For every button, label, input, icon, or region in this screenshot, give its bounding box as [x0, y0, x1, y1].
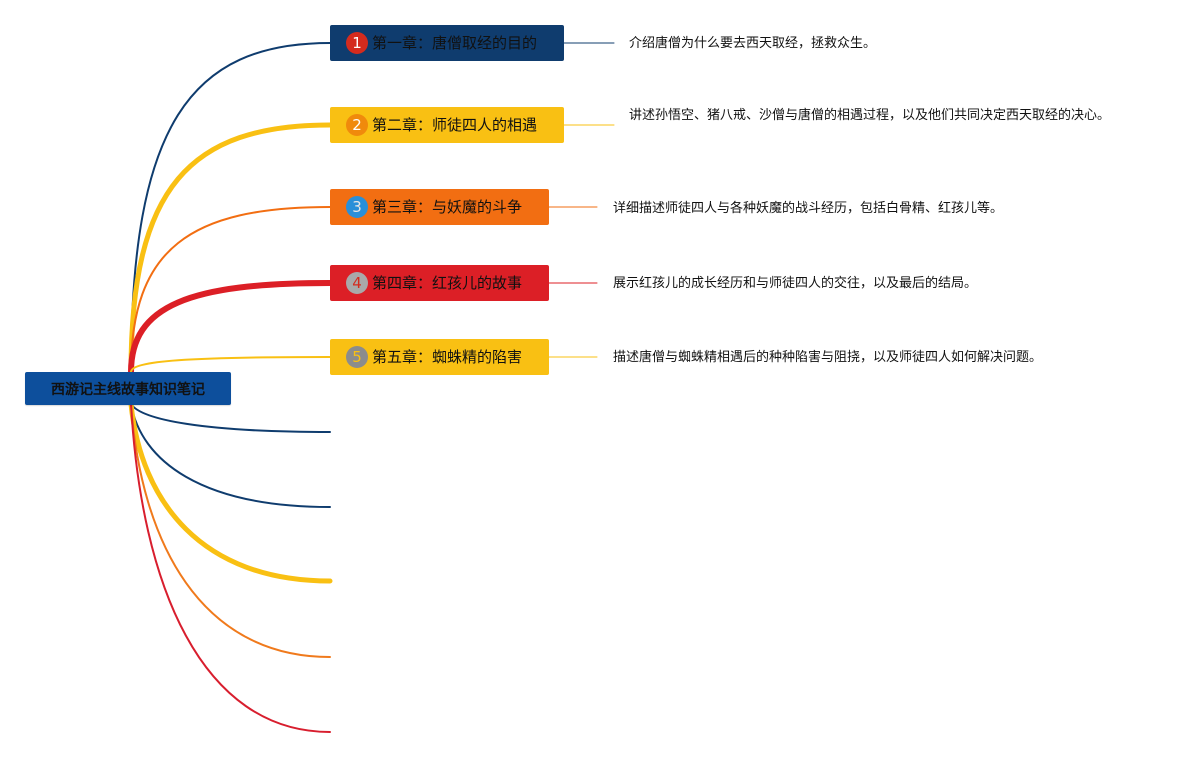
- chapter-label: 第二章：师徒四人的相遇: [372, 115, 538, 134]
- chapter-number-badge: 2: [346, 114, 368, 136]
- chapter-description-1: 介绍唐僧为什么要去西天取经，拯救众生。: [629, 36, 877, 51]
- chapter-number-badge: 3: [346, 196, 368, 218]
- chapter-number-badge: 5: [346, 346, 368, 368]
- chapter-node-3[interactable]: 3 第三章：与妖魔的斗争: [330, 189, 549, 225]
- empty-branch-line-2: [130, 403, 331, 508]
- chapter-label: 第五章：蜘蛛精的陷害: [372, 347, 523, 366]
- chapter-label: 第三章：与妖魔的斗争: [372, 197, 523, 216]
- chapter-description-3: 详细描述师徒四人与各种妖魔的战斗经历，包括白骨精、红孩儿等。: [613, 201, 1004, 216]
- chapter-description-4: 展示红孩儿的成长经历和与师徒四人的交往，以及最后的结局。: [613, 276, 978, 291]
- chapter-node-1[interactable]: 1 第一章：唐僧取经的目的: [330, 25, 564, 61]
- branch-line-1: [130, 42, 331, 373]
- chapter-node-2[interactable]: 2 第二章：师徒四人的相遇: [330, 107, 564, 143]
- branch-line-5: [130, 356, 331, 373]
- branch-line-4: [128, 280, 333, 375]
- chapter-number-badge: 1: [346, 32, 368, 54]
- empty-branch-line-3: [128, 401, 333, 584]
- root-topic-label: 西游记主线故事知识笔记: [51, 381, 205, 398]
- chapter-description-5: 描述唐僧与蜘蛛精相遇后的种种陷害与阻挠，以及师徒四人如何解决问题。: [613, 350, 1043, 365]
- branch-line-3: [130, 206, 331, 373]
- empty-branch-line-5: [130, 403, 331, 733]
- empty-branch-line-1: [130, 403, 331, 433]
- chapter-node-4[interactable]: 4 第四章：红孩儿的故事: [330, 265, 549, 301]
- chapter-label: 第一章：唐僧取经的目的: [372, 33, 538, 52]
- chapter-number-badge: 4: [346, 272, 368, 294]
- chapter-label: 第四章：红孩儿的故事: [372, 273, 523, 292]
- root-topic-node[interactable]: 西游记主线故事知识笔记: [25, 372, 231, 405]
- chapter-description-2: 讲述孙悟空、猪八戒、沙僧与唐僧的相遇过程，以及他们共同决定西天取经的决心。: [629, 108, 1111, 123]
- chapter-node-5[interactable]: 5 第五章：蜘蛛精的陷害: [330, 339, 549, 375]
- empty-branch-line-4: [130, 403, 331, 658]
- branch-line-2: [128, 122, 333, 375]
